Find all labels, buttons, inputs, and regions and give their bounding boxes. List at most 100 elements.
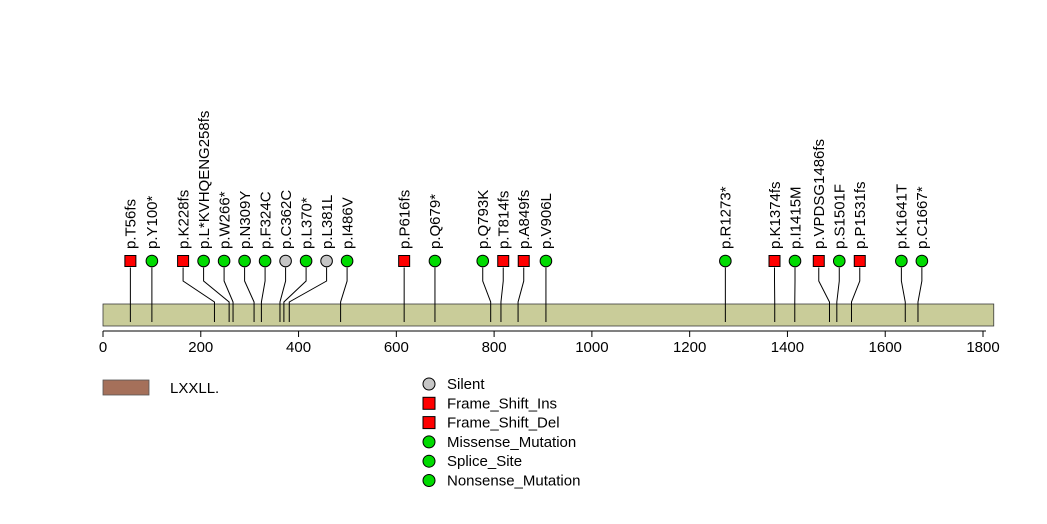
lollipop-stem: [260, 267, 266, 322]
lollipop: p.S1501F: [832, 184, 849, 322]
mutation-label: p.VPDSG1486fs: [811, 139, 828, 249]
x-axis-tick-label: 1600: [869, 339, 902, 356]
mutation-marker: [340, 254, 354, 268]
x-axis-tick-label: 0: [99, 339, 107, 356]
mutation-label: p.S1501F: [832, 184, 849, 249]
lollipop-stem: [917, 267, 923, 322]
lollipop: p.K228fs: [175, 190, 215, 322]
legend-item: Missense_Mutation: [422, 434, 576, 451]
mutation-marker: [476, 254, 490, 268]
mutation-label: p.L381L: [319, 195, 336, 249]
lollipop: p.VPDSG1486fs: [811, 139, 830, 322]
mutation-marker: [398, 255, 411, 267]
lollipop-stem: [288, 267, 328, 322]
mutation-marker: [853, 255, 866, 267]
lollipop-stem: [244, 267, 255, 322]
domain-legend-label: LXXLL.: [170, 380, 219, 397]
mutation-label: p.W266*: [216, 191, 233, 249]
mutation-label: p.R1273*: [718, 186, 735, 249]
lollipop: p.I486V: [339, 197, 356, 322]
lollipop-stem: [203, 267, 230, 322]
x-axis-tick-label: 800: [482, 339, 507, 356]
mutation-marker: [915, 254, 929, 268]
lollipop-stem: [850, 267, 861, 322]
mutation-marker: [279, 254, 292, 268]
mutation-marker: [832, 254, 846, 268]
mutation-marker: [895, 254, 908, 268]
mutation-label: p.N309Y: [237, 191, 254, 249]
lollipop: p.L381L: [288, 195, 336, 322]
legend-label: Nonsense_Mutation: [447, 473, 580, 490]
mutation-marker: [497, 255, 510, 267]
mutation-marker: [539, 254, 553, 268]
protein-bar: [102, 303, 995, 327]
mutation-label: p.Q679*: [427, 194, 444, 249]
legend-item: Nonsense_Mutation: [422, 473, 580, 490]
lollipop-stem: [900, 267, 906, 322]
legend-marker: [422, 454, 436, 468]
legend-label: Missense_Mutation: [447, 434, 576, 451]
lollipop-stem: [340, 267, 348, 322]
legend-label: Frame_Shift_Ins: [447, 395, 557, 412]
lollipop: p.C362C: [278, 190, 295, 322]
x-axis-tick-label: 1200: [673, 339, 706, 356]
legend-marker: [422, 435, 436, 449]
mutation-label: p.K228fs: [175, 190, 192, 249]
x-axis-tick-label: 600: [384, 339, 409, 356]
mutation-marker: [812, 255, 825, 267]
lollipop-stem: [517, 267, 525, 322]
legend-marker: [422, 396, 436, 410]
x-axis-tick-label: 1000: [575, 339, 608, 356]
legend-marker: [422, 416, 436, 430]
legend-item: Splice_Site: [422, 453, 522, 470]
mutation-label: p.I1415M: [787, 186, 804, 249]
mutation-label: p.Q793K: [475, 190, 492, 249]
mutation-label: p.C362C: [278, 190, 295, 249]
mutation-marker: [177, 255, 190, 267]
lollipop-stem: [279, 267, 287, 322]
lollipop-stem: [836, 267, 840, 322]
lollipop: p.Q679*: [427, 194, 444, 322]
lollipop: p.L*KVHQENG258fs: [196, 111, 230, 322]
x-axis-tick-label: 400: [286, 339, 311, 356]
mutation-marker: [299, 254, 313, 268]
mutation-label: p.T814fs: [495, 191, 512, 249]
lollipop: p.Y100*: [144, 195, 161, 322]
lollipop: p.K1374fs: [767, 181, 784, 322]
mutation-marker: [768, 255, 781, 267]
lollipop: p.N309Y: [237, 191, 255, 322]
mutation-marker: [124, 255, 137, 267]
mutation-marker: [719, 254, 732, 268]
lollipop-stem: [283, 267, 307, 322]
lollipop: p.L370*: [283, 197, 315, 322]
mutation-label: p.F324C: [257, 191, 274, 249]
lollipop: p.K1641T: [894, 184, 911, 322]
lollipop: p.Q793K: [475, 190, 492, 322]
mutation-label: p.K1374fs: [767, 181, 784, 249]
legend-label: Silent: [447, 376, 485, 393]
mutation-marker: [517, 255, 530, 267]
mutation-marker: [428, 254, 442, 268]
lollipop-stem: [500, 267, 504, 322]
mutation-label: p.C1667*: [914, 186, 931, 249]
mutation-label: p.K1641T: [894, 184, 911, 249]
legend-item: Silent: [422, 376, 485, 393]
mutation-marker: [145, 254, 159, 268]
mutation-label: p.V906L: [538, 193, 555, 249]
mutation-label: p.A849fs: [516, 190, 533, 249]
lollipop: p.W266*: [216, 191, 234, 322]
mutation-marker: [320, 254, 333, 268]
lollipop: p.I1415M: [787, 186, 804, 322]
mutation-label: p.L*KVHQENG258fs: [196, 111, 213, 249]
legend-marker: [422, 474, 436, 487]
lollipop: p.A849fs: [516, 190, 533, 322]
lollipop: p.T814fs: [495, 191, 512, 322]
mutation-marker: [197, 254, 210, 268]
lollipop: p.V906L: [538, 193, 555, 322]
legend-item: Frame_Shift_Ins: [422, 395, 557, 412]
lollipop-stem: [818, 267, 830, 322]
mutation-marker: [788, 254, 802, 268]
lollipop-stem: [223, 267, 234, 322]
